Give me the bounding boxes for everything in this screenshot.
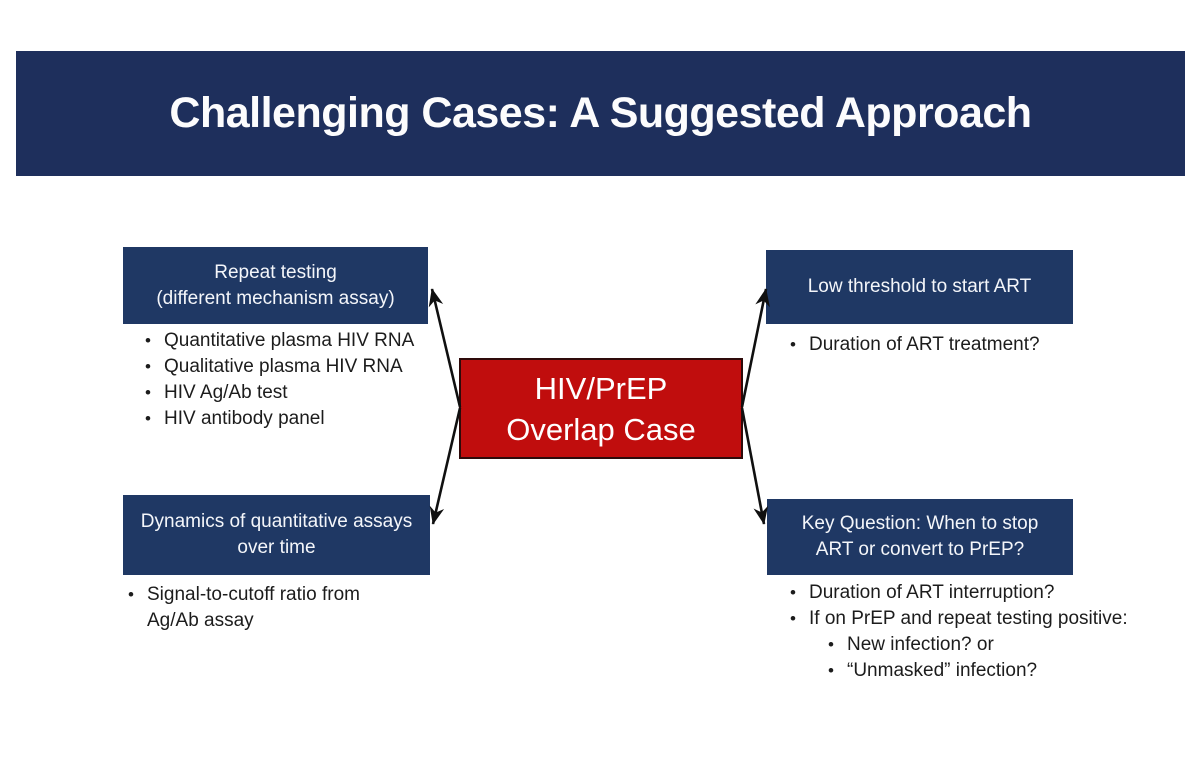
- arrow-center-to-bottom-left: [429, 407, 462, 525]
- bullet-text: HIV antibody panel: [164, 408, 325, 429]
- list-item: Duration of ART interruption?: [790, 580, 1128, 606]
- list-item-sub: “Unmasked” infection?: [828, 658, 1128, 684]
- quadrant-heading: Key Question: When to stop ART or conver…: [801, 513, 1039, 560]
- quadrant-heading: Dynamics of quantitative assays over tim…: [140, 511, 413, 558]
- arrow-center-to-top-left: [428, 288, 462, 408]
- arrow-center-to-bottom-right: [740, 407, 769, 525]
- list-item: If on PrEP and repeat testing positive:: [790, 606, 1128, 632]
- bullet-text: Duration of ART interruption?: [809, 582, 1055, 603]
- bullet-text: New infection? or: [847, 634, 994, 655]
- list-item-sub: New infection? or: [828, 632, 1128, 658]
- quadrant-heading: Low threshold to start ART: [807, 276, 1032, 297]
- center-box-label: HIV/PrEP Overlap Case: [506, 370, 696, 447]
- bullet-text: Qualitative plasma HIV RNA: [164, 356, 403, 377]
- quadrant-box-repeat-testing: Repeat testing (different mechanism assa…: [123, 247, 428, 324]
- quadrant-box-key-question: Key Question: When to stop ART or conver…: [767, 499, 1073, 575]
- bullet-text: Signal-to-cutoff ratio from Ag/Ab assay: [147, 584, 360, 631]
- list-item: Signal-to-cutoff ratio from Ag/Ab assay: [128, 582, 360, 634]
- quadrant-box-low-threshold: Low threshold to start ART: [766, 250, 1073, 324]
- bullet-list-dynamics-assays: Signal-to-cutoff ratio from Ag/Ab assay: [128, 582, 360, 634]
- center-box-hiv-prep-overlap: HIV/PrEP Overlap Case: [459, 358, 743, 459]
- list-item: Duration of ART treatment?: [790, 332, 1040, 358]
- bullet-text: “Unmasked” infection?: [847, 660, 1038, 681]
- list-item: HIV antibody panel: [145, 406, 414, 432]
- page-title: Challenging Cases: A Suggested Approach: [169, 89, 1032, 137]
- arrow-center-to-top-right: [740, 288, 770, 408]
- quadrant-box-dynamics-assays: Dynamics of quantitative assays over tim…: [123, 495, 430, 575]
- bullet-text: If on PrEP and repeat testing positive:: [809, 608, 1128, 629]
- title-banner: Challenging Cases: A Suggested Approach: [16, 51, 1185, 176]
- bullet-text: Duration of ART treatment?: [809, 334, 1040, 355]
- list-item: Qualitative plasma HIV RNA: [145, 354, 414, 380]
- bullet-list-repeat-testing: Quantitative plasma HIV RNA Qualitative …: [145, 328, 414, 432]
- bullet-text: Quantitative plasma HIV RNA: [164, 330, 415, 351]
- list-item: Quantitative plasma HIV RNA: [145, 328, 414, 354]
- bullet-list-low-threshold: Duration of ART treatment?: [790, 332, 1040, 358]
- list-item: HIV Ag/Ab test: [145, 380, 414, 406]
- bullet-list-key-question: Duration of ART interruption? If on PrEP…: [790, 580, 1128, 684]
- quadrant-heading: Repeat testing (different mechanism assa…: [156, 261, 395, 309]
- bullet-text: HIV Ag/Ab test: [164, 382, 288, 403]
